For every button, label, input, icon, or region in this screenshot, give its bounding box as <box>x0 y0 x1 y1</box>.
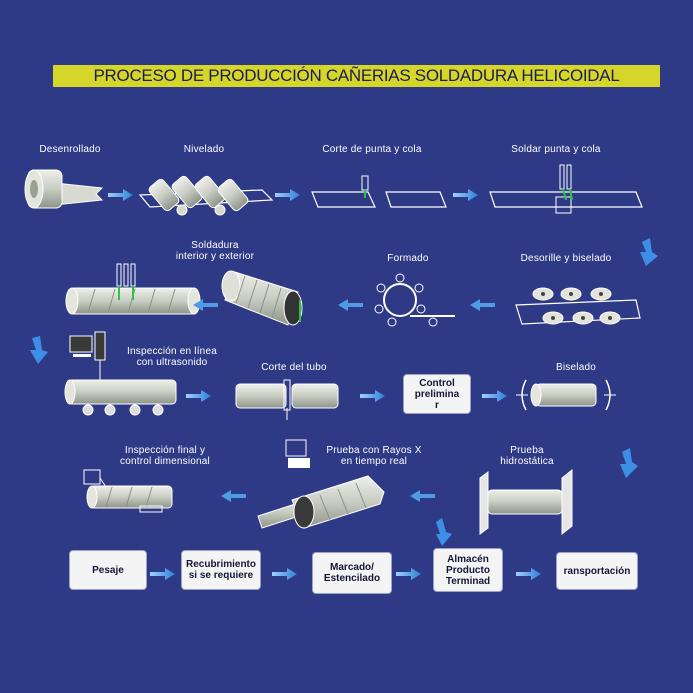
arrow-right <box>272 568 297 580</box>
arrow-right <box>360 390 385 402</box>
arrow-left <box>470 299 495 311</box>
arrow-left <box>193 299 218 311</box>
box-marcado: Marcado/ Estencilado <box>312 552 392 594</box>
step-label-soldadura: Soldadura interior y exterior <box>175 240 255 262</box>
forming-illustration <box>374 273 455 327</box>
arrow-turn-down <box>30 336 48 364</box>
step-label-inspeccion-final: Inspección final y control dimensional <box>120 445 210 467</box>
step-label-prueba-hidro: Prueba hidrostática <box>500 445 554 467</box>
arrow-left <box>221 490 246 502</box>
arrow-right <box>108 189 133 201</box>
arrow-right <box>186 390 211 402</box>
step-label-inspeccion-ultrasonido: Inspección en línea con ultrasonido <box>127 346 217 368</box>
welding-station-illustration <box>65 263 201 315</box>
step-label-corte-punta: Corte de punta y cola <box>322 144 422 155</box>
beveling-illustration <box>516 379 616 411</box>
step-label-biselado: Biselado <box>556 362 596 373</box>
box-transportacion: ransportación <box>556 552 638 590</box>
step-label-formado: Formado <box>387 253 429 264</box>
end-cut-illustration <box>311 175 447 208</box>
box-pesaje: Pesaje <box>69 550 147 590</box>
step-label-corte-tubo: Corte del tubo <box>261 362 327 373</box>
flow-arrows <box>108 189 541 580</box>
arrow-left <box>410 490 435 502</box>
box-almacen: Almacén Producto Terminad <box>433 548 503 592</box>
leveler-illustration <box>138 175 274 216</box>
pipe-cut-illustration <box>235 379 339 420</box>
spiral-pipe-illustration <box>221 270 303 326</box>
arrow-right <box>275 189 300 201</box>
box-control-preliminar: Control prelimina r <box>403 374 471 414</box>
step-label-soldar-punta: Soldar punta y cola <box>511 144 601 155</box>
edge-trimming-illustration <box>515 287 641 325</box>
arrow-right <box>150 568 175 580</box>
ultrasonic-inspection-illustration <box>64 331 177 416</box>
arrow-turn-down <box>620 448 638 478</box>
step-label-nivelado: Nivelado <box>183 144 225 155</box>
end-weld-illustration <box>489 164 643 214</box>
diagram-title: PROCESO DE PRODUCCIÓN CAÑERIAS SOLDADURA… <box>53 65 660 87</box>
hydrostatic-test-illustration <box>479 468 573 536</box>
arrow-turn-down <box>640 238 658 266</box>
arrow-turn-down <box>436 518 452 546</box>
xray-test-illustration <box>257 439 385 529</box>
arrow-right <box>482 390 507 402</box>
arrow-right <box>396 568 421 580</box>
step-label-rayos-x: Prueba con Rayos X en tiempo real <box>326 445 422 467</box>
arrow-left <box>338 299 363 311</box>
final-inspection-illustration <box>83 469 173 513</box>
uncoiler-illustration <box>24 169 104 209</box>
step-label-desorille: Desorille y biselado <box>520 253 612 264</box>
arrow-right <box>453 189 478 201</box>
box-recubrimiento: Recubrimiento si se requiere <box>181 550 261 590</box>
arrow-right <box>516 568 541 580</box>
step-label-desenrollado: Desenrollado <box>39 144 101 155</box>
turn-arrows <box>30 238 658 546</box>
